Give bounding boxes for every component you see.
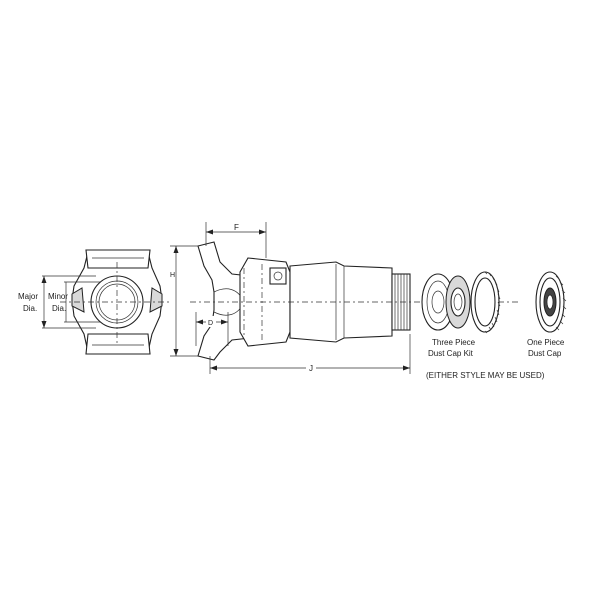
major-dia-label-2: Dia. bbox=[23, 304, 37, 313]
either-style-note: (EITHER STYLE MAY BE USED) bbox=[426, 371, 545, 380]
major-dia-label: Major bbox=[18, 292, 38, 301]
one-piece-label: One Piece bbox=[527, 338, 565, 347]
dim-h-label: H bbox=[170, 272, 175, 279]
minor-dia-label: Minor bbox=[48, 292, 68, 301]
dim-j-label: J bbox=[309, 364, 313, 373]
dim-d-label: D bbox=[208, 320, 213, 327]
dim-j-label-bg bbox=[306, 363, 316, 374]
one-piece-dust-cap bbox=[535, 271, 567, 333]
three-piece-label: Three Piece bbox=[432, 338, 476, 347]
minor-dia-label-2: Dia. bbox=[52, 304, 66, 313]
yoke-side-view bbox=[170, 222, 520, 374]
dim-d-label-bg bbox=[206, 316, 216, 327]
one-piece-label-2: Dust Cap bbox=[528, 349, 562, 358]
three-piece-dust-cap-kit bbox=[421, 271, 501, 334]
yoke-end-view bbox=[41, 249, 170, 355]
dim-f-label: F bbox=[234, 223, 239, 232]
three-piece-label-2: Dust Cap Kit bbox=[428, 349, 474, 358]
